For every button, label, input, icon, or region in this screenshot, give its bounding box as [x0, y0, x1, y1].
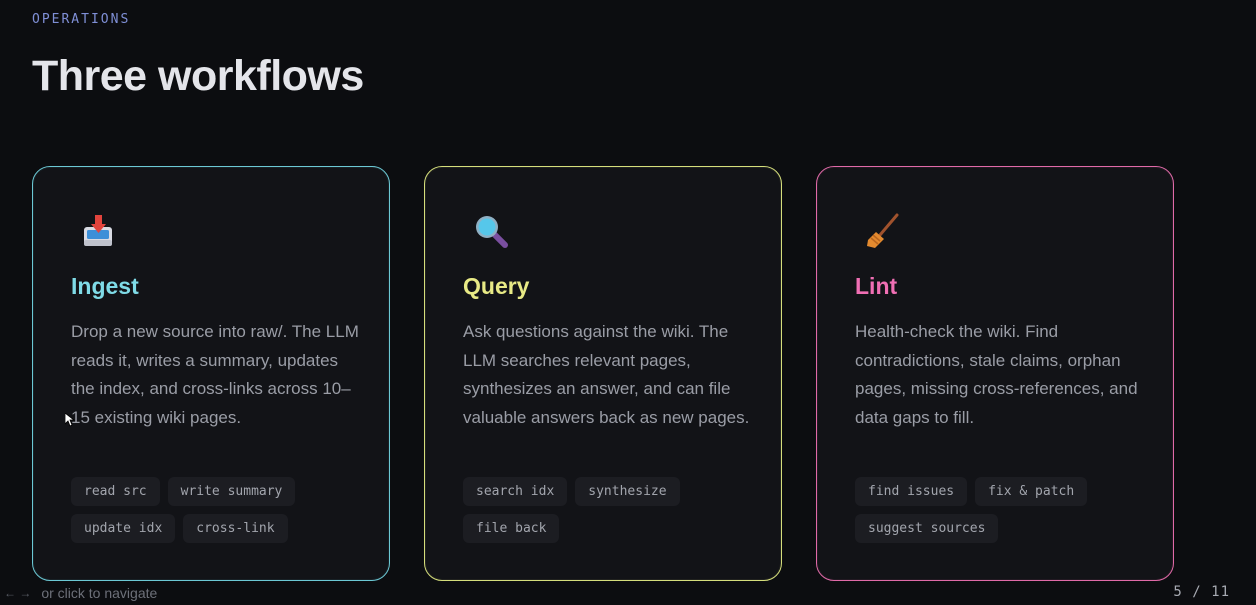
- tag: suggest sources: [855, 514, 999, 543]
- card-ingest: Ingest Drop a new source into raw/. The …: [32, 166, 390, 581]
- mouse-cursor-icon: [65, 413, 75, 427]
- tag-list: find issues fix & patch suggest sources: [855, 477, 1145, 543]
- card-description: Drop a new source into raw/. The LLM rea…: [71, 322, 359, 427]
- navigation-hint: ← → or click to navigate: [0, 585, 157, 601]
- page-title: Three workflows: [32, 52, 364, 100]
- tag: find issues: [855, 477, 968, 506]
- card-lint: Lint Health-check the wiki. Find contrad…: [816, 166, 1174, 581]
- card-description: Health-check the wiki. Find contradictio…: [855, 322, 1138, 427]
- tag-list: read src write summary update idx cross-…: [71, 477, 361, 543]
- tag: search idx: [463, 477, 568, 506]
- navigation-hint-text: or click to navigate: [41, 585, 158, 601]
- tag: synthesize: [575, 477, 680, 506]
- tag: fix & patch: [975, 477, 1088, 506]
- tag: cross-link: [183, 514, 288, 543]
- inbox-tray-icon: [84, 215, 112, 246]
- tag: read src: [71, 477, 160, 506]
- tag: update idx: [71, 514, 176, 543]
- card-title: Ingest: [71, 273, 139, 299]
- magnifying-glass-icon: [476, 216, 508, 248]
- tag-list: search idx synthesize file back: [463, 477, 753, 543]
- section-eyebrow: OPERATIONS: [32, 12, 131, 27]
- workflow-cards: Ingest Drop a new source into raw/. The …: [32, 166, 1174, 581]
- card-description: Ask questions against the wiki. The LLM …: [463, 322, 750, 427]
- tag: write summary: [167, 477, 296, 506]
- card-title: Lint: [855, 273, 898, 299]
- broom-icon: [867, 213, 899, 248]
- tag: file back: [463, 514, 560, 543]
- page-counter: 5 / 11: [1173, 584, 1230, 600]
- card-query: Query Ask questions against the wiki. Th…: [424, 166, 782, 581]
- arrow-keys-icon: ← →: [4, 586, 32, 600]
- card-title: Query: [463, 273, 530, 299]
